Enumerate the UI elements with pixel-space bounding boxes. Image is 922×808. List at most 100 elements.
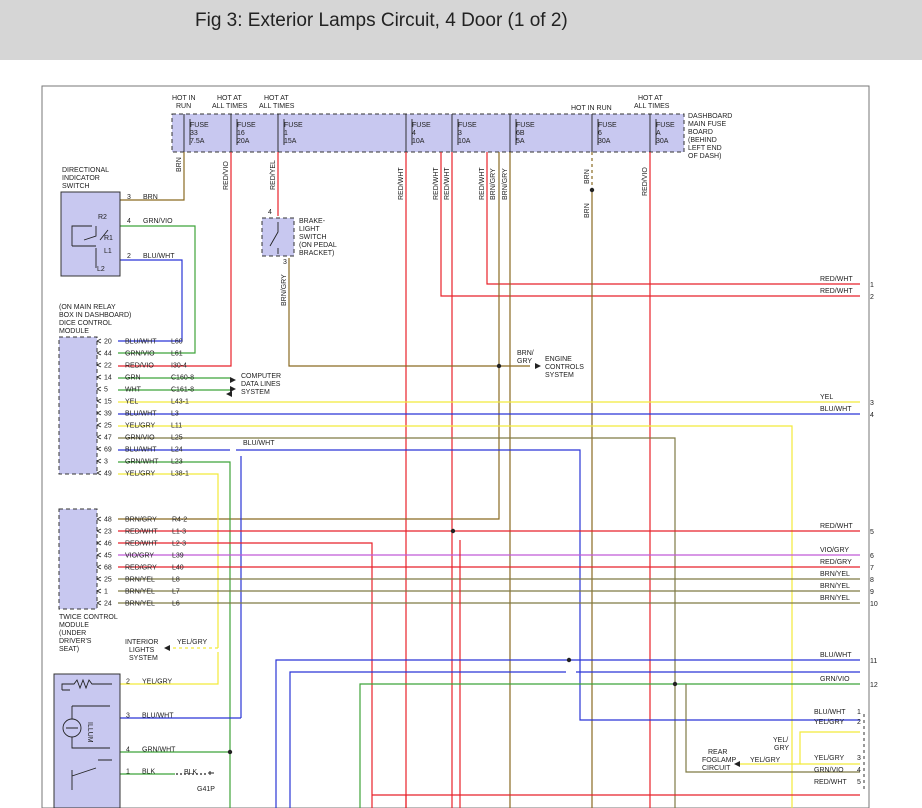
arrow-icon: [164, 645, 170, 651]
wire-label: RED/WHT: [125, 529, 158, 536]
wire-label: BLU/WHT: [820, 406, 852, 413]
fuse-element: [183, 114, 191, 152]
wire-label: BLU/WHT: [125, 447, 157, 454]
wire-blu-wht: [118, 259, 183, 342]
pin-number: 5: [104, 387, 108, 394]
interior-lights-system: INTERIOR LIGHTS SYSTEM YEL/GRY: [125, 639, 208, 662]
wire-label: BLU/WHT: [820, 652, 852, 659]
fuse-number: 6B: [516, 130, 525, 137]
terminal-id: L1-3: [172, 529, 186, 536]
ground-label: G41P: [197, 786, 215, 793]
terminal-id: L7: [172, 589, 180, 596]
wire-label: GRN/VIO: [125, 435, 155, 442]
wire-label: BLU/WHT: [125, 339, 157, 346]
pin-number: 3: [126, 713, 130, 720]
wire-label: RED/WHT: [820, 288, 853, 295]
pin-chevron-icon: [96, 540, 102, 546]
computer-caption: DATA LINES: [241, 381, 281, 388]
diagram-frame: [41, 85, 870, 808]
pin-chevron-icon: [96, 516, 102, 522]
pin-number: 2: [127, 253, 131, 260]
terminal-number: 12: [870, 682, 878, 689]
wire-label: RED/GRY: [125, 565, 157, 572]
fuse-rating: 10A: [412, 138, 425, 145]
pin-number: 20: [104, 339, 112, 346]
pin-number: 22: [104, 363, 112, 370]
vertical-wire-label: RED/VIO: [223, 161, 230, 190]
wire-label: GRN/VIO: [820, 676, 850, 683]
terminal-id: L11: [171, 423, 182, 430]
fuse-box-caption: LEFT END: [688, 145, 722, 152]
splice-dot: [496, 363, 502, 369]
pin-number: 25: [104, 577, 112, 584]
pin-chevron-icon: [96, 458, 102, 464]
pin-number: 68: [104, 565, 112, 572]
fuse-number: 33: [190, 130, 198, 137]
wire-label: BRN/GRY: [125, 517, 157, 524]
fuse-label: FUSE: [656, 122, 675, 129]
pin-number: 25: [104, 423, 112, 430]
wire-label: GRN/VIO: [814, 767, 844, 774]
switch-contacts: [71, 759, 112, 790]
ground-icon: [208, 771, 214, 775]
fuse-number: 16: [237, 130, 245, 137]
pin-chevron-icon: [96, 422, 102, 428]
fuse-label: FUSE: [237, 122, 256, 129]
pin-chevron-icon: [96, 374, 102, 380]
terminal-number: 3: [870, 400, 874, 407]
terminal-id: L23: [171, 459, 183, 466]
pin-chevron-icon: [96, 564, 102, 570]
fuse-box-caption: MAIN FUSE: [688, 121, 726, 128]
pin-number: 45: [104, 553, 112, 560]
pin-chevron-icon: [96, 338, 102, 344]
fuse-label: FUSE: [516, 122, 535, 129]
fuse-label: FUSE: [284, 122, 303, 129]
wire-label: YEL/GRY: [814, 719, 845, 726]
wire-grn-vio: [359, 683, 860, 808]
terminal-number: 5: [870, 529, 874, 536]
fuse-rating: 15A: [284, 138, 297, 145]
pin-number: 48: [104, 517, 112, 524]
engine-wire-label: BRN/: [517, 350, 534, 357]
directional-indicator-switch: DIRECTIONAL INDICATOR SWITCH R2 R1 L1 L2…: [60, 167, 175, 277]
fuse-element: [509, 114, 517, 152]
twice-caption: (UNDER: [59, 630, 86, 637]
pin-number: 23: [104, 529, 112, 536]
pin-number: 4: [126, 747, 130, 754]
wire-label: BRN: [143, 194, 158, 201]
wire-label: GRN/VIO: [143, 218, 173, 225]
fuse-number: 6: [598, 130, 602, 137]
wire-brn-gry: [288, 258, 530, 367]
fuse-element: [649, 114, 657, 152]
wire-blu-wht: [275, 659, 860, 808]
fuse-number: A: [656, 130, 661, 137]
terminal-id: L39: [172, 553, 184, 560]
pin-number: 5: [857, 779, 861, 786]
supply-label: HOT AT: [638, 95, 663, 102]
arrow-icon: [230, 386, 236, 392]
brake-caption: (ON PEDAL: [299, 242, 337, 249]
terminal-number: 10: [870, 601, 878, 608]
wire-label: BRN/YEL: [820, 583, 850, 590]
supply-label: HOT AT: [217, 95, 242, 102]
wire-label: BLU/WHT: [125, 411, 157, 418]
dice-caption: (ON MAIN RELAY: [59, 304, 116, 311]
terminal-id: L3: [171, 411, 179, 418]
